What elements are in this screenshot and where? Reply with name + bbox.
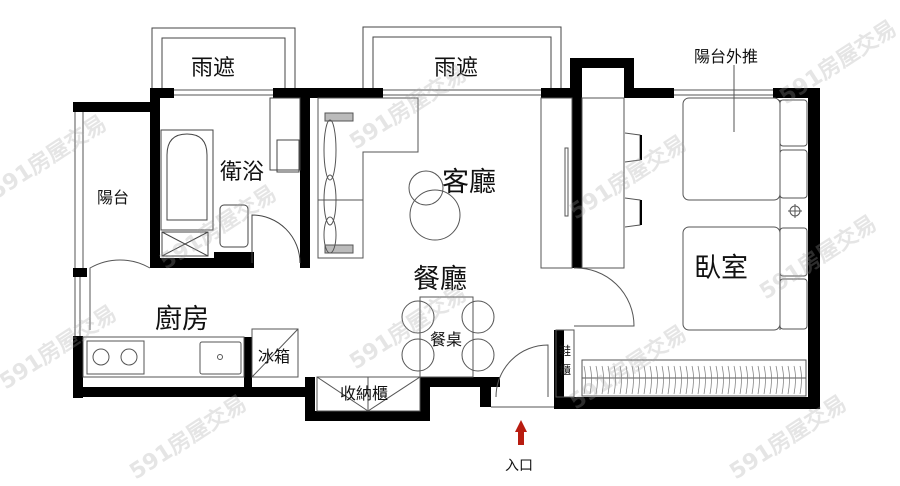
tv-cabinet (540, 97, 573, 269)
bedroom-furniture (581, 65, 808, 397)
label-fridge: 冰箱 (258, 347, 291, 366)
label-bedroom: 臥室 (694, 253, 748, 284)
label-storage-cabinet: 收納櫃 (340, 384, 389, 403)
windows (74, 89, 773, 336)
bathroom-fixtures (160, 97, 301, 264)
label-dining-table: 餐桌 (430, 330, 463, 349)
label-dining-room: 餐廳 (413, 264, 467, 295)
label-entrance: 入口 (505, 458, 533, 474)
label-canopy-left: 雨遮 (191, 56, 236, 81)
label-bathroom: 衛浴 (220, 160, 265, 185)
walls (73, 58, 820, 421)
dining-set (316, 296, 495, 412)
label-kitchen: 廚房 (155, 304, 209, 335)
label-balcony: 陽台 (97, 188, 130, 207)
wardrobe-hangers (583, 365, 802, 395)
label-shoe-cabinet: 鞋櫃 (558, 344, 571, 377)
bar-counter (573, 97, 642, 327)
entry-door (491, 329, 575, 408)
entrance-arrow-icon (515, 420, 527, 445)
sofa (317, 97, 419, 259)
label-canopy-center: 雨遮 (434, 56, 479, 81)
label-living-room: 客廳 (442, 167, 496, 198)
label-balcony-extension: 陽台外推 (694, 47, 759, 66)
kitchen-fixtures (82, 259, 299, 378)
coffee-tables (408, 170, 461, 241)
